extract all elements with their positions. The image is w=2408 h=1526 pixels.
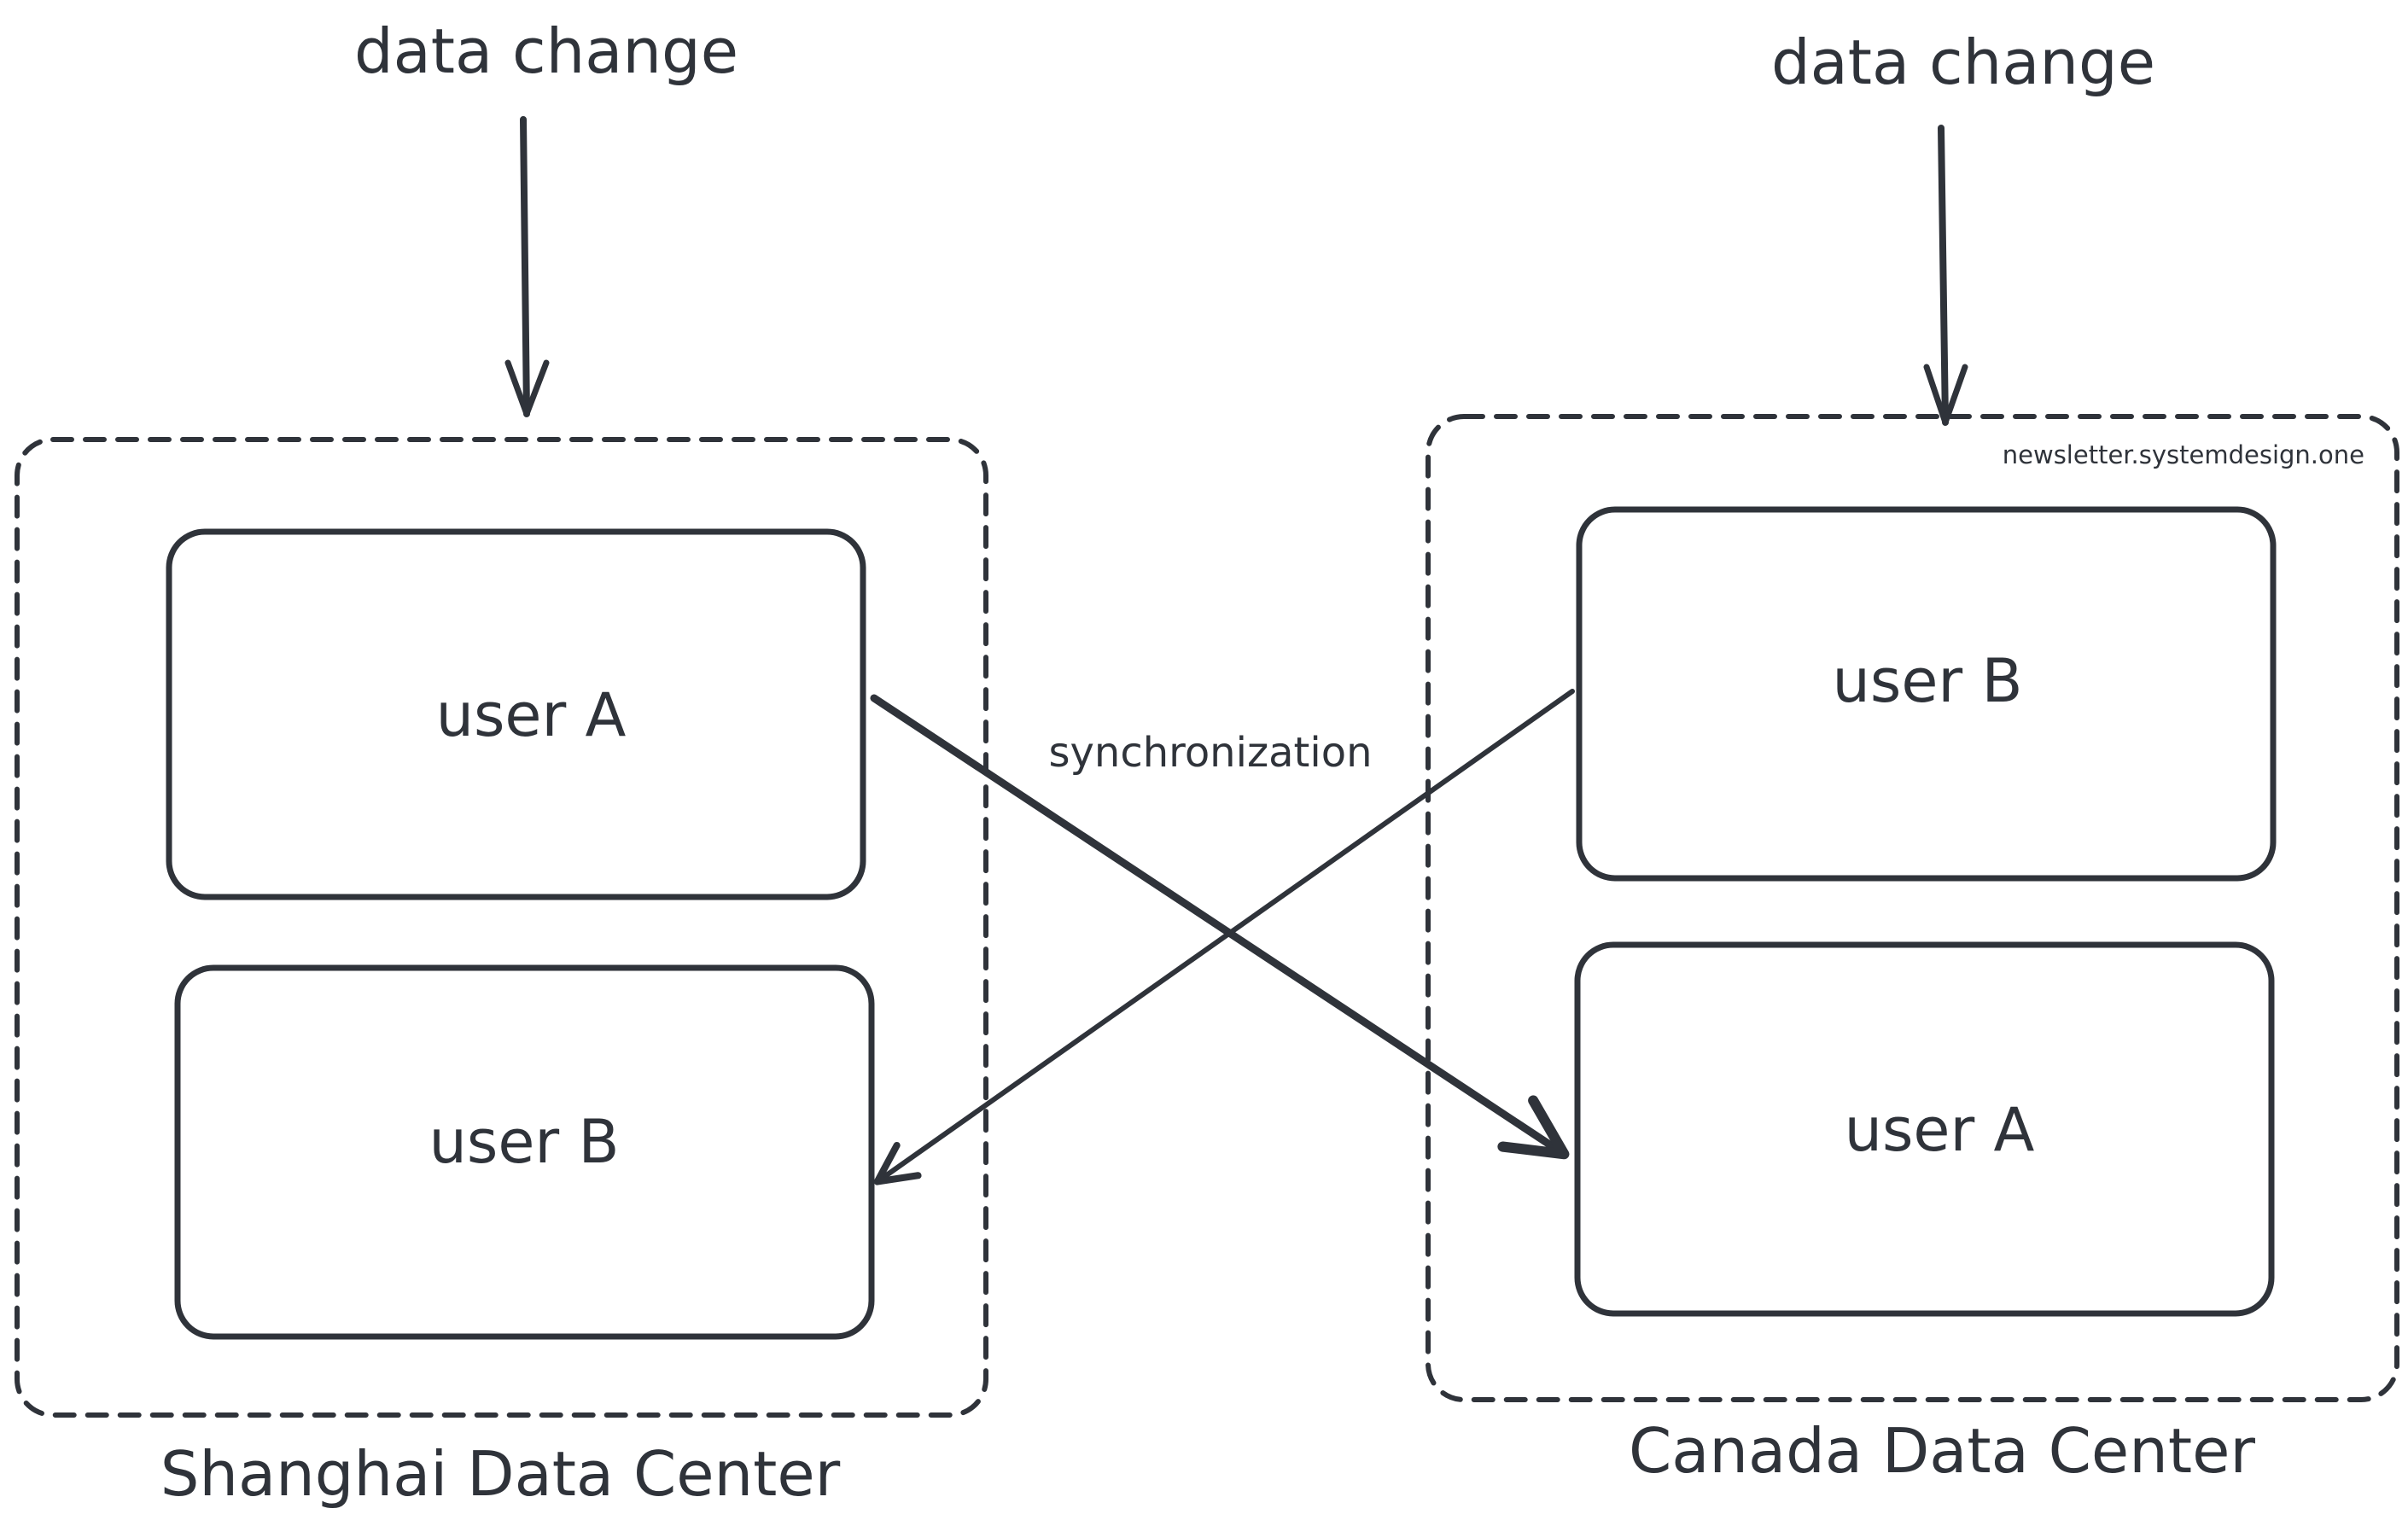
left-data-change-label: data change [354,15,738,87]
canada-datacenter-boundary [1426,414,2399,1402]
right-data-change-label: data change [1771,26,2155,98]
canada-user-a-box: user A [1574,941,2275,1317]
right-data-change-arrow [1923,125,1968,426]
canada-user-a-label: user A [1845,1095,2035,1165]
sync-arrow-shanghai-to-canada [870,694,1570,1160]
synchronization-label: synchronization [1048,729,1372,777]
sync-arrow-canada-to-shanghai [873,689,1575,1185]
canada-user-b-label: user B [1833,646,2023,716]
canada-user-b-box: user B [1576,506,2277,882]
shanghai-datacenter-boundary [15,437,988,1418]
watermark: newsletter.systemdesign.one [2003,440,2364,469]
shanghai-user-b-label: user B [429,1107,620,1177]
shanghai-user-a-box: user A [166,528,866,900]
shanghai-user-a-label: user A [436,680,627,750]
left-data-change-arrow [504,116,550,417]
shanghai-datacenter-label: Shanghai Data Center [160,1438,841,1510]
canada-datacenter-label: Canada Data Center [1629,1415,2255,1487]
shanghai-user-b-box: user B [174,964,875,1340]
